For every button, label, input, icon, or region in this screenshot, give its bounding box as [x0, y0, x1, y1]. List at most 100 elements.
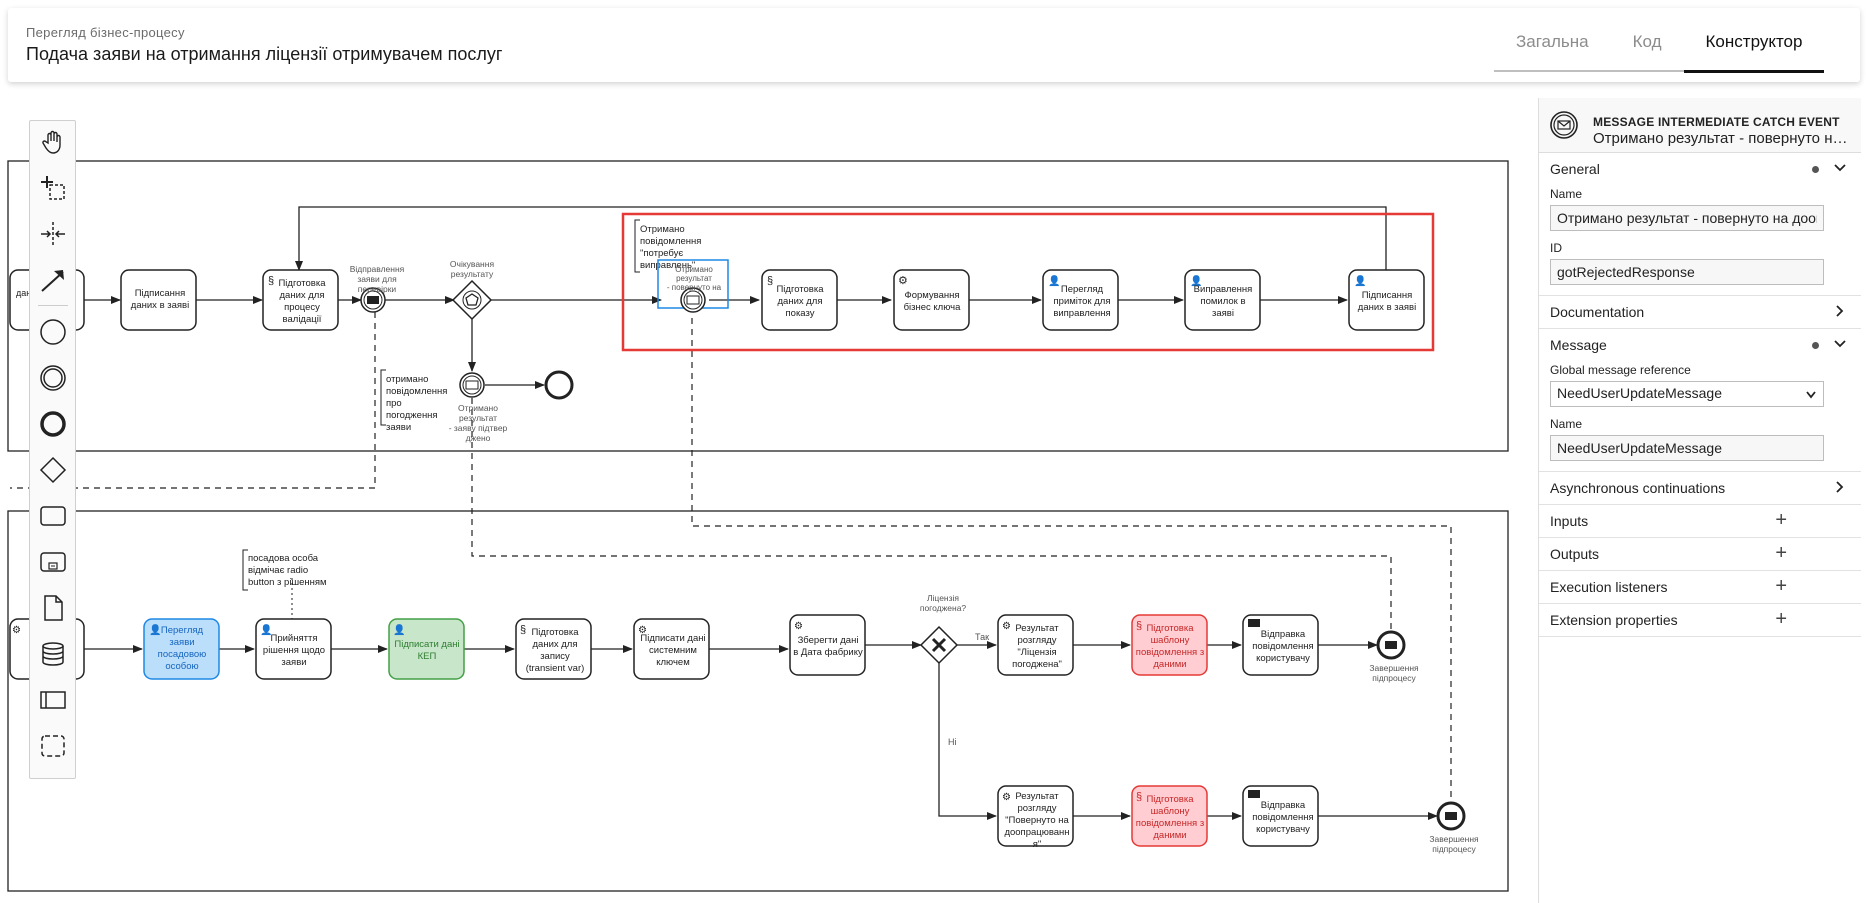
svg-text:§: §: [1136, 620, 1142, 632]
add-icon[interactable]: +: [1775, 542, 1787, 564]
group-inputs-header[interactable]: Inputs +: [1539, 505, 1861, 537]
add-icon[interactable]: +: [1775, 509, 1787, 531]
name-label: Name: [1550, 187, 1583, 201]
group-inputs: Inputs +: [1539, 505, 1861, 538]
id-input[interactable]: [1550, 259, 1824, 285]
end-event-icon[interactable]: [36, 407, 70, 441]
page-header: Перегляд бізнес-процесу Подача заяви на …: [8, 8, 1860, 82]
tab-code[interactable]: Код: [1632, 32, 1662, 51]
properties-header: MESSAGE INTERMEDIATE CATCH EVENT Отриман…: [1539, 98, 1861, 153]
group-documentation-header[interactable]: Documentation: [1539, 296, 1861, 328]
pool-1[interactable]: [7, 160, 1509, 452]
group-title: Execution listeners: [1550, 579, 1668, 595]
group-title: Documentation: [1550, 304, 1645, 320]
page-title: Подача заяви на отримання ліцензії отрим…: [26, 44, 503, 64]
element-name-label: Отримано результат - повернуто на ...: [1593, 130, 1853, 147]
flow-label-yes: Так: [975, 632, 989, 642]
message-name-input[interactable]: [1550, 435, 1824, 461]
message-catch-event-icon: [1550, 111, 1578, 139]
subprocess-icon[interactable]: [36, 545, 70, 579]
lasso-tool-icon[interactable]: [36, 171, 70, 205]
group-listeners-header[interactable]: Execution listeners +: [1539, 571, 1861, 603]
group-title: General: [1550, 161, 1600, 177]
start-event-icon[interactable]: [36, 315, 70, 349]
add-icon[interactable]: +: [1775, 575, 1787, 597]
group-extensions-header[interactable]: Extension properties +: [1539, 604, 1861, 636]
tab-general[interactable]: Загальна: [1516, 32, 1589, 51]
message-flows: [10, 312, 1452, 802]
task-icon[interactable]: [36, 499, 70, 533]
group-icon[interactable]: [36, 729, 70, 763]
has-data-indicator-icon: [1812, 166, 1819, 173]
flow-label-no: Ні: [948, 737, 957, 747]
tab-constructor[interactable]: Конструктор: [1683, 18, 1825, 73]
pool-icon[interactable]: [36, 683, 70, 717]
data-store-icon[interactable]: [36, 637, 70, 671]
group-title: Inputs: [1550, 513, 1589, 529]
group-async-header[interactable]: Asynchronous continuations: [1539, 472, 1861, 504]
name-input[interactable]: [1550, 205, 1824, 231]
group-message: Message Global message reference NeedUse…: [1539, 329, 1861, 472]
connect-tool-icon[interactable]: [36, 263, 70, 297]
pool-2[interactable]: [7, 510, 1509, 892]
group-outputs-header[interactable]: Outputs +: [1539, 538, 1861, 570]
group-general-header[interactable]: General: [1539, 153, 1861, 185]
group-title: Extension properties: [1550, 612, 1678, 628]
group-title: Outputs: [1550, 546, 1600, 562]
hand-tool-icon[interactable]: [36, 125, 70, 159]
intermediate-event-icon[interactable]: [36, 361, 70, 395]
chevron-right-icon: [1836, 481, 1844, 493]
data-object-icon[interactable]: [36, 591, 70, 625]
svg-text:👤: 👤: [260, 623, 272, 636]
svg-text:👤: 👤: [1048, 274, 1060, 287]
message-ref-select[interactable]: NeedUserUpdateMessage: [1550, 381, 1824, 407]
gateway-icon[interactable]: [36, 453, 70, 487]
add-icon[interactable]: +: [1775, 608, 1787, 630]
selection-highlight: [621, 212, 1435, 352]
space-tool-icon[interactable]: [36, 217, 70, 251]
group-message-header[interactable]: Message: [1539, 329, 1861, 361]
end-event-approved[interactable]: [544, 370, 574, 400]
task-label: дан...: [16, 288, 39, 298]
